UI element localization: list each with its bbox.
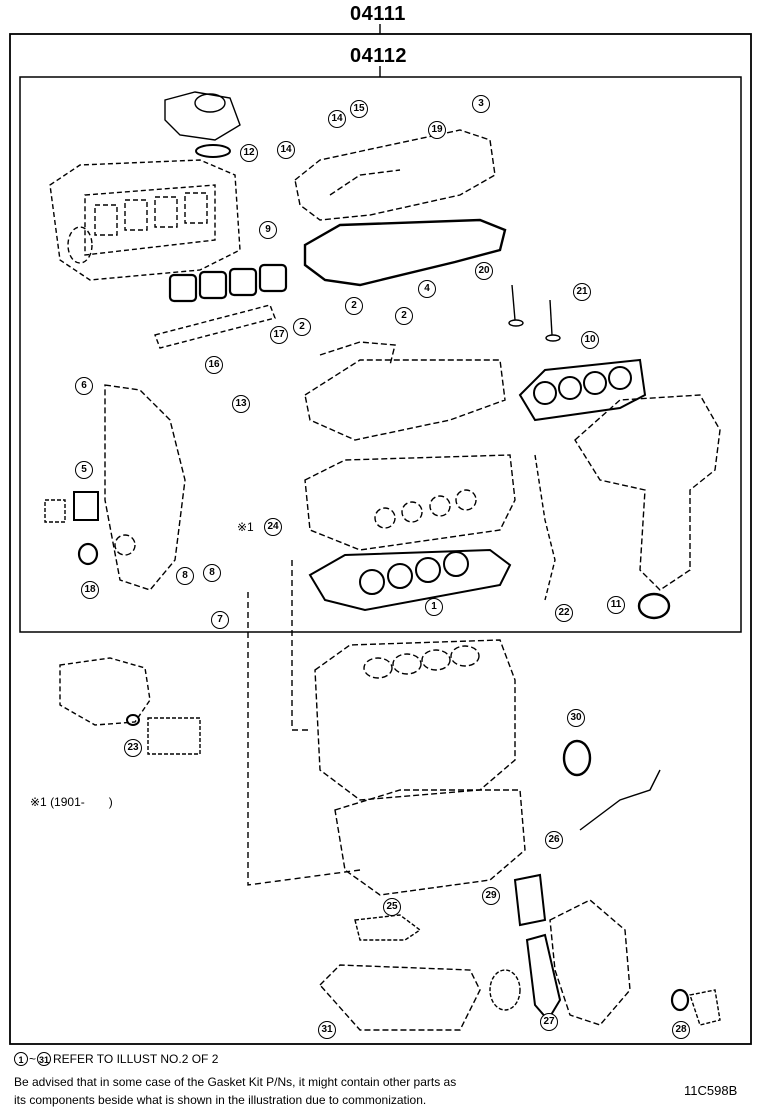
lower-cover-drawing xyxy=(59,657,151,726)
oil-pan-drawing xyxy=(319,964,481,1031)
callout-20[interactable]: 20 xyxy=(475,262,493,280)
callout-16[interactable]: 16 xyxy=(205,356,223,374)
variant-note: ※1 (1901- ) xyxy=(30,795,113,809)
refer-to-circle: 31 xyxy=(37,1052,52,1066)
outer-kit-frame xyxy=(9,33,752,1045)
camshaft-drawing xyxy=(154,304,276,349)
callout-29[interactable]: 29 xyxy=(482,887,500,905)
callout-13[interactable]: 13 xyxy=(232,395,250,413)
timing-cover-drawing xyxy=(104,384,186,591)
callout-25[interactable]: 25 xyxy=(383,898,401,916)
callout-4[interactable]: 4 xyxy=(418,280,436,298)
cam-housing-drawing xyxy=(304,341,506,441)
refer-from-circle: 1 xyxy=(14,1052,28,1066)
dipstick-guide-drawing xyxy=(534,454,556,601)
callout-30[interactable]: 30 xyxy=(567,709,585,727)
water-pump-drawing xyxy=(549,899,631,1026)
callout-5[interactable]: 5 xyxy=(75,461,93,479)
refer-text: REFER TO ILLUST NO.2 OF 2 xyxy=(53,1052,219,1066)
callout-24[interactable]: 24 xyxy=(264,518,282,536)
callout-12[interactable]: 12 xyxy=(240,144,258,162)
cylinder-head-drawing xyxy=(304,454,516,551)
throttle-body-drawing xyxy=(164,91,241,141)
intake-gasket-drawing xyxy=(168,263,288,303)
callout-11[interactable]: 11 xyxy=(607,596,625,614)
disclaimer-line-1: Be advised that in some case of the Gask… xyxy=(14,1075,457,1089)
callout-1[interactable]: 1 xyxy=(425,598,443,616)
disclaimer-line-2: its components beside what is shown in t… xyxy=(14,1093,427,1107)
head-cover-drawing xyxy=(294,129,496,221)
callout-2[interactable]: 2 xyxy=(345,297,363,315)
callout-14[interactable]: 14 xyxy=(277,141,295,159)
callout-14[interactable]: 14 xyxy=(328,110,346,128)
callout-8[interactable]: 8 xyxy=(176,567,194,585)
callout-22[interactable]: 22 xyxy=(555,604,573,622)
callout-2[interactable]: 2 xyxy=(395,307,413,325)
illustration-code: 11C598B xyxy=(684,1083,738,1098)
exhaust-manifold-drawing xyxy=(574,394,721,591)
callout-21[interactable]: 21 xyxy=(573,283,591,301)
callout-17[interactable]: 17 xyxy=(270,326,288,344)
variant-mark: ※1 xyxy=(237,520,254,534)
intake-manifold-drawing xyxy=(49,159,241,281)
callout-31[interactable]: 31 xyxy=(318,1021,336,1039)
callout-15[interactable]: 15 xyxy=(350,100,368,118)
callout-27[interactable]: 27 xyxy=(540,1013,558,1031)
inner-kit-code: 04112 xyxy=(350,45,408,67)
callout-6[interactable]: 6 xyxy=(75,377,93,395)
callout-23[interactable]: 23 xyxy=(124,739,142,757)
inner-kit-frame xyxy=(19,76,742,633)
refer-line: 1 ~ 31 REFER TO ILLUST NO.2 OF 2 xyxy=(14,1052,218,1066)
refer-tilde: ~ xyxy=(29,1052,37,1066)
outer-kit-code: 04111 xyxy=(350,3,406,25)
cylinder-block-drawing xyxy=(314,639,516,801)
callout-9[interactable]: 9 xyxy=(259,221,277,239)
callout-19[interactable]: 19 xyxy=(428,121,446,139)
callout-8[interactable]: 8 xyxy=(203,564,221,582)
head-cover-gasket-drawing xyxy=(303,218,507,287)
callout-3[interactable]: 3 xyxy=(472,95,490,113)
callout-10[interactable]: 10 xyxy=(581,331,599,349)
callout-18[interactable]: 18 xyxy=(81,581,99,599)
callout-26[interactable]: 26 xyxy=(545,831,563,849)
callout-28[interactable]: 28 xyxy=(672,1021,690,1039)
callout-2[interactable]: 2 xyxy=(293,318,311,336)
crankcase-drawing xyxy=(334,789,526,896)
head-gasket-drawing xyxy=(308,548,512,612)
callout-7[interactable]: 7 xyxy=(211,611,229,629)
exhaust-gasket-drawing xyxy=(518,358,647,422)
